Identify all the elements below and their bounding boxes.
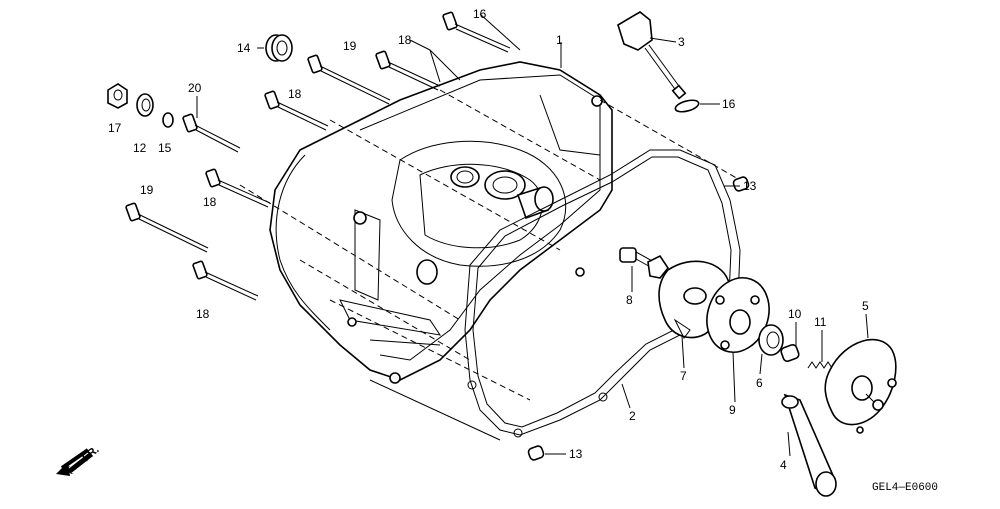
bolt-18-lower	[192, 260, 259, 301]
dowel-pin-13-lower	[527, 445, 545, 461]
spring-11	[807, 361, 833, 369]
callout-3: 3	[678, 35, 685, 49]
right-crankcase-cover	[269, 61, 613, 384]
bolt-18-upper	[375, 50, 441, 91]
callout-18-lower: 18	[196, 307, 210, 321]
stud-bolt-8	[619, 247, 669, 279]
diagram-code: GEL4—E0600	[872, 482, 938, 494]
callout-7: 7	[680, 369, 687, 383]
callout-9: 9	[729, 403, 736, 417]
cam-6	[758, 324, 784, 356]
callout-18-left: 18	[203, 195, 217, 209]
callout-13-upper: 13	[743, 179, 757, 193]
oring-16	[674, 99, 700, 113]
bolt-20	[182, 113, 241, 153]
callout-1: 1	[556, 33, 563, 47]
washer-12	[136, 93, 154, 117]
fastener-lines	[239, 89, 741, 441]
callout-10: 10	[788, 307, 802, 321]
leader-lines	[196, 13, 869, 457]
bolt-18-mid	[264, 90, 329, 131]
bolt-16-top	[442, 11, 511, 53]
callout-2: 2	[629, 409, 636, 423]
bolt-19-upper	[307, 54, 391, 105]
callout-13-lower: 13	[569, 447, 583, 461]
callout-8: 8	[626, 293, 633, 307]
callout-11: 11	[814, 315, 827, 329]
callout-16-right: 16	[722, 97, 736, 111]
callout-6: 6	[756, 376, 763, 390]
callout-18-mid: 18	[288, 87, 302, 101]
callout-19-upper: 19	[343, 39, 357, 53]
oring-15	[162, 112, 174, 128]
lifter-lever-5	[824, 338, 897, 434]
ball-retainer-9	[706, 277, 770, 353]
callout-16-top: 16	[473, 7, 487, 21]
lifter-arm-4	[781, 393, 837, 497]
nut-17	[107, 83, 128, 109]
collar-10	[780, 344, 800, 362]
oil-level-gauge-3	[617, 11, 687, 100]
callout-14: 14	[237, 41, 251, 55]
callout-18-upper: 18	[398, 33, 412, 47]
callout-5: 5	[862, 299, 869, 313]
bolt-19-lower	[125, 202, 209, 253]
bolt-18-left	[205, 168, 271, 208]
callout-12: 12	[133, 141, 147, 155]
callout-4: 4	[780, 458, 787, 472]
callout-20: 20	[188, 81, 202, 95]
callout-15: 15	[158, 141, 172, 155]
front-direction-arrow-icon	[56, 448, 93, 476]
bearing-14	[265, 34, 293, 62]
callout-17: 17	[108, 121, 122, 135]
callout-19-lower: 19	[140, 183, 154, 197]
